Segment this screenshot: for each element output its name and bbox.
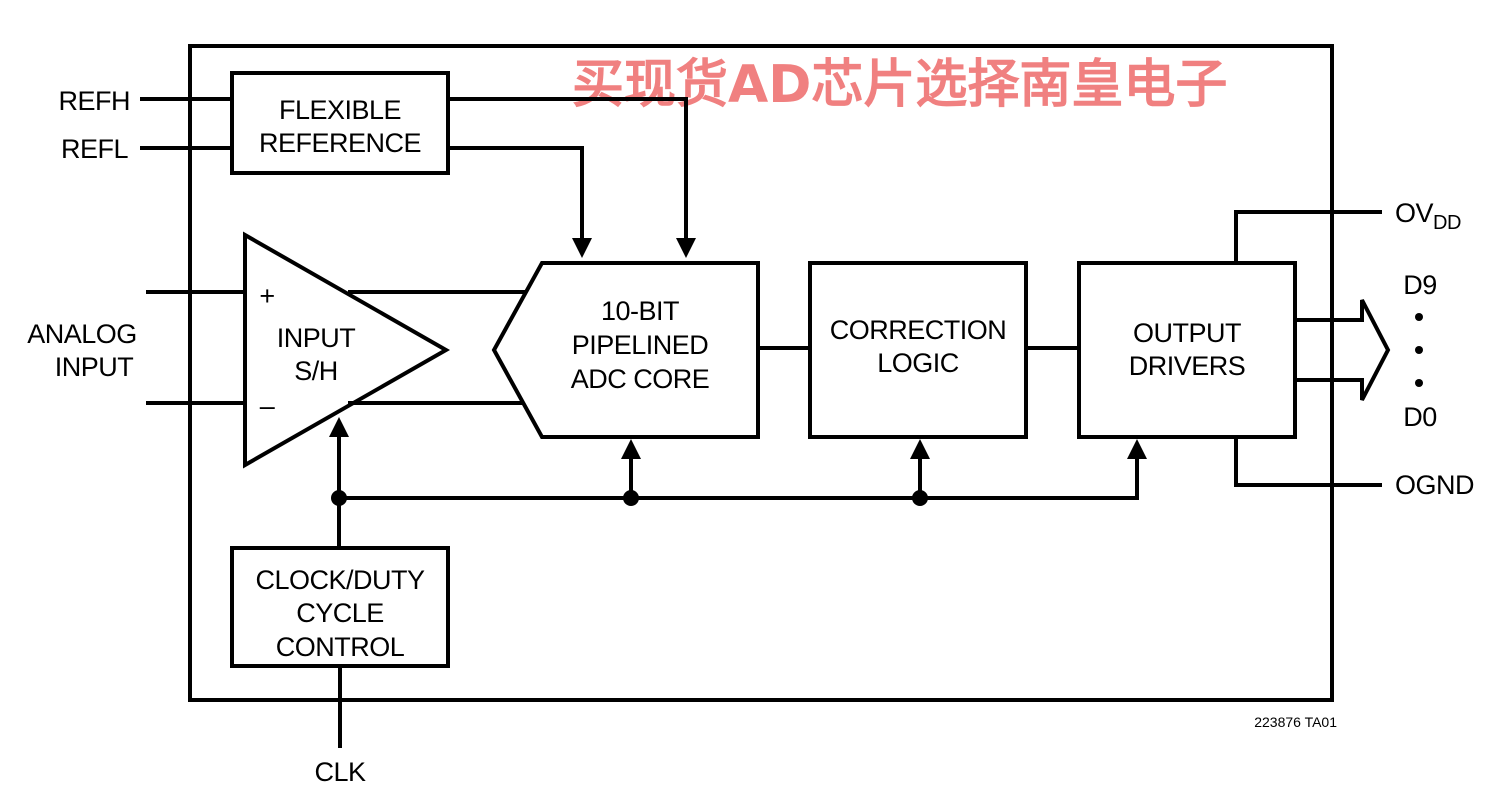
clock-label-line3: CONTROL xyxy=(276,632,405,662)
ref-wire-top xyxy=(448,97,688,240)
adc-label-line3: ADC CORE xyxy=(571,364,710,394)
ref-arrow-bottom xyxy=(572,238,592,258)
adc-label-line1: 10-BIT xyxy=(601,296,679,326)
pin-d9-label: D9 xyxy=(1403,270,1437,300)
output-label-line1: OUTPUT xyxy=(1133,318,1241,348)
reference-label-line1: FLEXIBLE xyxy=(279,95,401,125)
bus-dot-3 xyxy=(1415,379,1423,387)
sh-label-line2: S/H xyxy=(294,356,338,386)
ref-wire-bottom xyxy=(448,146,584,240)
pin-ovdd-label: OVDD xyxy=(1395,198,1461,234)
watermark-text: 买现货AD芯片选择南皇电子 xyxy=(572,55,1227,115)
ognd-wire xyxy=(1234,437,1382,487)
pin-analog-input-line1: ANALOG xyxy=(27,319,137,349)
data-output-bus-arrow xyxy=(1295,299,1391,401)
output-label-line2: DRIVERS xyxy=(1129,351,1246,381)
adc-label-line2: PIPELINED xyxy=(572,330,709,360)
pin-ognd-label: OGND xyxy=(1395,470,1474,500)
sh-label-line1: INPUT xyxy=(277,323,356,353)
ref-arrow-top xyxy=(676,238,696,258)
bus-dot-2 xyxy=(1415,346,1423,354)
flexible-reference-block: FLEXIBLE REFERENCE xyxy=(230,71,450,175)
bus-dot-1 xyxy=(1415,313,1423,321)
ovdd-wire xyxy=(1234,210,1382,263)
clock-to-correction-arrow xyxy=(910,439,930,459)
clock-label-line1: CLOCK/DUTY xyxy=(255,565,425,595)
clock-bus-wire xyxy=(337,458,1139,548)
pin-analog-input-line2: INPUT xyxy=(55,352,134,382)
junction-dot-correction xyxy=(912,490,928,506)
correction-label-line1: CORRECTION xyxy=(830,315,1007,345)
sh-plus-sign: + xyxy=(259,281,274,311)
pin-clk-label: CLK xyxy=(314,757,366,787)
correction-logic-block: CORRECTION LOGIC xyxy=(808,261,1028,439)
clock-to-adc-arrow xyxy=(621,439,641,459)
chip-boundary xyxy=(188,44,1334,702)
correction-label-line2: LOGIC xyxy=(877,348,959,378)
output-drivers-block: OUTPUT DRIVERS xyxy=(1077,261,1297,439)
pin-refl-label: REFL xyxy=(61,134,129,164)
pin-d0-label: D0 xyxy=(1403,402,1437,432)
figure-id-label: 223876 TA01 xyxy=(1254,714,1337,730)
input-sample-hold-amplifier: + – INPUT S/H xyxy=(243,231,451,469)
reference-label-line2: REFERENCE xyxy=(259,128,421,158)
pipelined-adc-core-block: 10-BIT PIPELINED ADC CORE xyxy=(491,261,760,439)
sh-minus-sign: – xyxy=(260,391,275,421)
junction-dot-adc xyxy=(623,490,639,506)
pin-refh-label: REFH xyxy=(59,86,131,116)
clock-duty-cycle-control-block: CLOCK/DUTY CYCLE CONTROL xyxy=(230,546,450,668)
junction-dot-sh xyxy=(331,490,347,506)
clock-label-line2: CYCLE xyxy=(296,598,384,628)
clock-to-sh-arrow xyxy=(329,417,349,437)
clock-to-output-arrow xyxy=(1127,439,1147,459)
